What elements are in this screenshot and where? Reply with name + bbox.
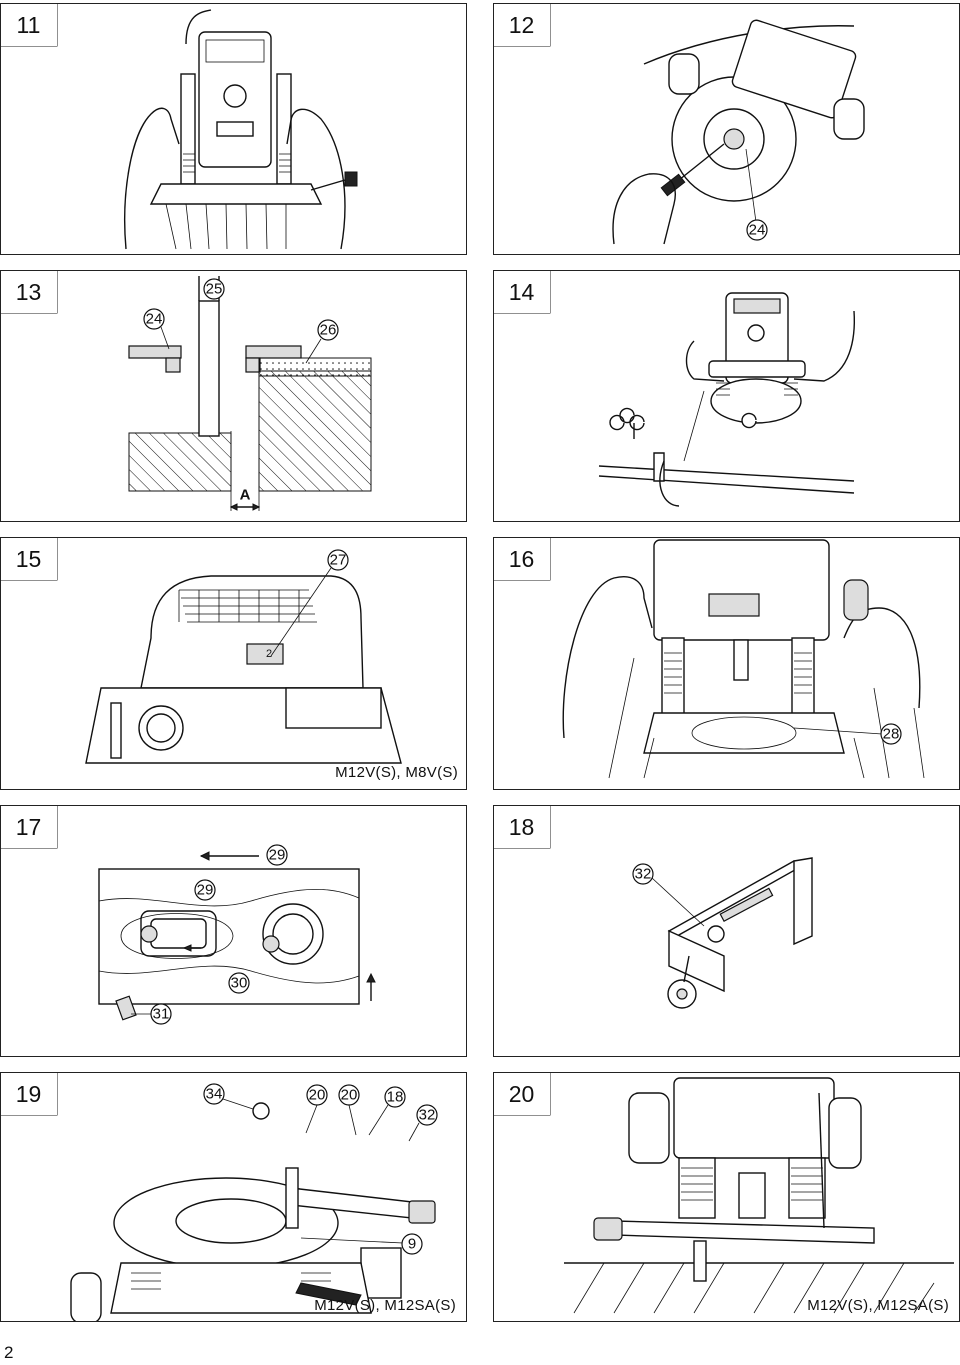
callout-label: 25 xyxy=(206,281,223,298)
callout-label: 29 xyxy=(269,847,286,864)
callout-label: 28 xyxy=(883,726,900,743)
callout-label: 18 xyxy=(387,1089,404,1106)
callout-label: 27 xyxy=(330,552,347,569)
callout-label: 20 xyxy=(309,1087,326,1104)
figure-number: 11 xyxy=(16,11,41,38)
figure-number-tab: 18 xyxy=(494,806,551,849)
callout-label: 34 xyxy=(206,1086,223,1103)
callout-label: 9 xyxy=(408,1236,416,1253)
callout-label: 32 xyxy=(635,866,652,883)
callout-label: 26 xyxy=(320,322,337,339)
figure-12-panel: 12 24 xyxy=(493,3,960,255)
figure-number-tab: 19 xyxy=(1,1073,58,1116)
cross-section-diagram-fig13: A 24 25 26 xyxy=(128,276,372,511)
figure-number: 18 xyxy=(508,813,535,840)
figure-number: 13 xyxy=(15,278,42,305)
callout-label: 24 xyxy=(749,222,766,239)
figure-number: 15 xyxy=(15,545,42,572)
routing-direction-diagram-fig17: 29 29 30 31 xyxy=(98,844,376,1025)
figure-18-panel: 18 32 xyxy=(493,805,960,1057)
dimension-label: A xyxy=(240,487,251,504)
figure-number: 20 xyxy=(508,1080,535,1107)
page-number: 2 xyxy=(4,1343,14,1362)
figure-number-tab: 20 xyxy=(494,1073,551,1116)
model-label: M12V(S), M8V(S) xyxy=(335,764,458,781)
figure-number-tab: 17 xyxy=(1,806,58,849)
router-guide-attach-illustration-fig19: 34 20 20 18 32 9 xyxy=(70,1083,438,1321)
figure-number: 12 xyxy=(508,11,535,38)
figure-16-panel: 16 28 xyxy=(493,537,960,790)
svg-text:2: 2 xyxy=(266,648,272,660)
figure-13-panel: 13 A 24 25 xyxy=(0,270,467,522)
figure-17-panel: 17 29 29 30 31 xyxy=(0,805,467,1057)
callout-label: 32 xyxy=(419,1107,436,1124)
figure-number-tab: 14 xyxy=(494,271,551,314)
figure-15-panel: 15 2 27 M12V(S), M8V(S) xyxy=(0,537,467,790)
callout-label: 29 xyxy=(197,882,214,899)
speed-dial-illustration-fig15: 2 27 xyxy=(85,549,402,764)
figure-number-tab: 15 xyxy=(1,538,58,581)
callout-label: 30 xyxy=(231,975,248,992)
router-depth-adjust-illustration-fig16: 28 xyxy=(562,539,925,779)
model-label: M12V(S), M12SA(S) xyxy=(807,1297,949,1314)
figure-number: 19 xyxy=(15,1080,42,1107)
figure-number-tab: 13 xyxy=(1,271,58,314)
figure-20-panel: 20 M12V(S), M12SA(S) xyxy=(493,1072,960,1322)
straight-guide-illustration-fig18: 32 xyxy=(632,857,813,1009)
router-guide-rail-illustration-fig14 xyxy=(598,292,856,507)
figure-19-panel: 19 34 20 20 18 32 9 M12V(S), M12S xyxy=(0,1072,467,1322)
figure-11-panel: 11 xyxy=(0,3,467,255)
router-with-guide-illustration-fig20 xyxy=(564,1077,954,1314)
figure-number-tab: 11 xyxy=(1,4,58,47)
figure-number: 16 xyxy=(508,545,535,572)
callout-label: 24 xyxy=(146,311,163,328)
figure-number-tab: 16 xyxy=(494,538,551,581)
figure-14-panel: 14 xyxy=(493,270,960,522)
model-label: M12V(S), M12SA(S) xyxy=(314,1297,456,1314)
router-illustration-fig11 xyxy=(124,9,358,250)
figure-number-tab: 12 xyxy=(494,4,551,47)
figure-number: 14 xyxy=(508,278,535,305)
callout-label: 20 xyxy=(341,1087,358,1104)
callout-label: 31 xyxy=(153,1006,170,1023)
router-base-illustration-fig12: 24 xyxy=(612,19,865,245)
figure-number: 17 xyxy=(15,813,42,840)
